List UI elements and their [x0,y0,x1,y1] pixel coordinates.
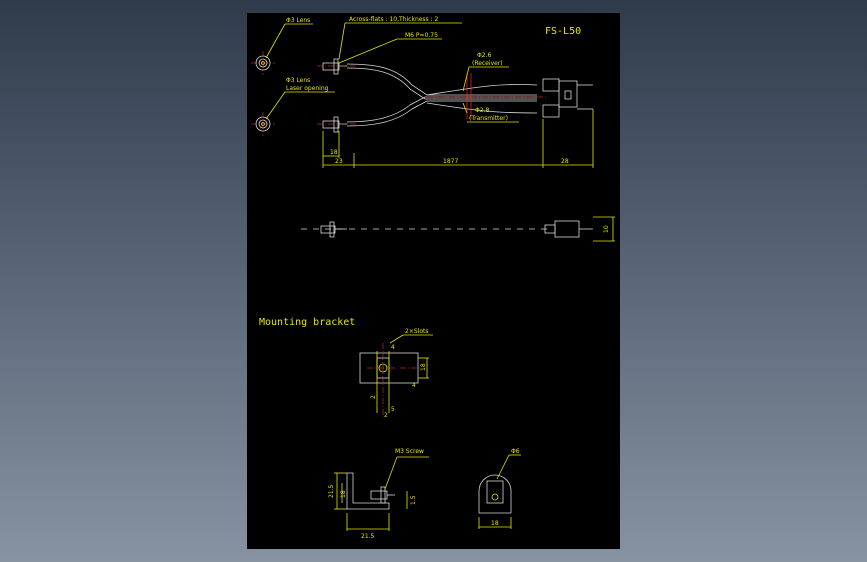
bracket-dim-2b: 2 [384,412,388,419]
dim-23: 23 [335,158,343,165]
screw-callout: M3 Screw [395,448,424,455]
bracket-dim-215: 21.5 [328,484,335,498]
bracket-dim-4b: 4 [412,382,416,389]
lens-front-view-bottom [251,91,335,136]
side-view [301,216,615,242]
lens-callout-top: Φ3 Lens [286,17,310,24]
bracket-dim-w18: 18 [491,520,499,527]
transmitter-dia-callout: Φ2.8 [475,107,489,114]
cad-drawing: FS-L50 Φ3 Lens Φ3 Lens Laser opening [251,16,615,540]
bracket-end-view [478,454,521,529]
receiver-head [317,58,357,75]
bracket-top-view [359,334,433,418]
bracket-dim-h215: 21.5 [361,533,375,540]
bracket-dim-5: 5 [391,406,395,413]
dimension-lines [322,109,594,168]
drawing-title: FS-L50 [545,26,581,37]
bracket-side-view [334,456,429,531]
laser-opening-callout: Laser opening [286,85,329,92]
dim-side: 10 [603,225,610,233]
receiver-dia-callout: Φ2.6 [477,52,491,59]
bracket-title: Mounting bracket [259,317,355,328]
drawing-sheet: FS-L50 Φ3 Lens Φ3 Lens Laser opening [247,13,620,549]
dim-1877: 1877 [443,158,458,165]
dim-28: 28 [561,158,569,165]
connector-end [542,78,593,118]
dim-18: 18 [330,149,338,156]
thread-callout: M6 P=0.75 [405,32,438,39]
bracket-dim-18: 18 [420,363,427,371]
slots-callout: 2×Slots [405,328,428,335]
bracket-dim-2a: 2 [370,395,377,399]
bracket-dim-15: 1.5 [410,495,417,505]
bracket-dim-d6: Φ6 [511,448,520,455]
transmitter-head [317,116,357,133]
across-flats-callout: Across-flats : 10,Thickness : 2 [349,16,439,23]
bracket-dim-18b: 18 [340,490,347,498]
bracket-dim-4a: 4 [391,344,395,351]
lens-callout-bottom: Φ3 Lens [286,77,310,84]
transmitter-callout: (Transmitter) [469,115,508,122]
fiber-cables [346,63,547,127]
receiver-callout: (Receiver) [472,60,503,67]
lens-front-view-top [251,23,313,75]
